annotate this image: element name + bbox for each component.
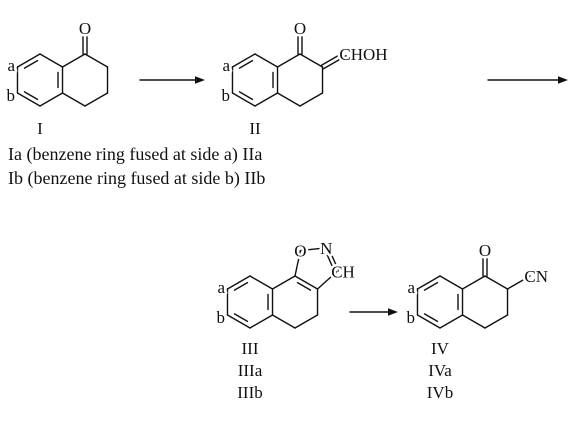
structure-IV-benzene-bond-top-right bbox=[439, 275, 464, 290]
structure-III-ch-c-bond bbox=[316, 270, 338, 290]
bond-lines bbox=[16, 35, 531, 329]
structure-IV-ring-bond-bottom-right bbox=[484, 314, 509, 329]
structure-I-ring-bond-bottom-left bbox=[61, 92, 86, 107]
structure-I-side-b-label: b bbox=[7, 86, 16, 105]
structure-III-side-a-label: a bbox=[217, 278, 225, 297]
structure-II-labels: O CHOH a b II bbox=[219, 17, 390, 139]
structure-I-skeleton bbox=[16, 35, 109, 107]
structure-II-benzene-inner-bond-top-left bbox=[238, 59, 254, 69]
structure-IV-ring-bond-top-right bbox=[484, 275, 509, 290]
structure-III-ring-bond-top-left bbox=[271, 275, 296, 290]
structure-III-labels: O N CH a b III IIIa IIIb bbox=[214, 236, 357, 402]
arrow-I-to-II-head bbox=[195, 76, 205, 84]
structure-IV-skeleton bbox=[416, 257, 531, 329]
arrow-III-to-IV-head bbox=[388, 308, 398, 316]
structure-II-benzene-inner-bond-bottom-left bbox=[238, 91, 254, 101]
structure-III-ring-bond-bottom-left bbox=[271, 314, 296, 329]
arrow-III-to-IV bbox=[349, 308, 398, 316]
structure-III-benzene-bond-top-left bbox=[226, 275, 251, 290]
structure-II-ring-bond-top-right bbox=[299, 53, 324, 68]
structure-IV-cyano-bond bbox=[506, 275, 531, 290]
structure-IVb-compound-label: IVb bbox=[427, 383, 453, 402]
legend-line-b: Ib (benzene ring fused at side b) IIb bbox=[8, 168, 265, 189]
structure-IV-ring-bond-bottom-left bbox=[461, 314, 486, 329]
reaction-arrows bbox=[139, 76, 568, 316]
structure-I-side-a-label: a bbox=[7, 56, 15, 75]
structure-I-benzene-inner-bond-top-left bbox=[23, 59, 39, 69]
structure-II-side-b-label: b bbox=[222, 86, 231, 105]
structure-II-exocyclic-double-bond bbox=[322, 55, 347, 70]
structure-III-benzene-bond-top-right bbox=[249, 275, 274, 290]
structure-I-benzene-bond-top-right bbox=[39, 53, 64, 68]
structure-IV-carbonyl-oxygen: O bbox=[479, 241, 491, 260]
structure-IV-side-b-label: b bbox=[407, 308, 416, 327]
structure-I-benzene-bond-bottom-right bbox=[39, 92, 64, 107]
structure-I-benzene-bond-bottom-left bbox=[16, 92, 41, 107]
structure-I-ring-bond-top-left bbox=[61, 53, 86, 68]
structure-III-n-ch-double-bond bbox=[327, 246, 340, 272]
structure-I-labels: O a b I bbox=[4, 17, 94, 139]
legend: Ia (benzene ring fused at side a) IIa Ib… bbox=[8, 144, 265, 189]
structure-IV-labels: O CN a b IV IVa IVb bbox=[404, 239, 551, 403]
structure-IV-benzene-inner-bond-bottom-left bbox=[423, 313, 439, 323]
structure-I-ring-bond-bottom-right bbox=[84, 92, 109, 107]
structure-III-compound-label: III bbox=[242, 339, 259, 358]
structure-IV-substituent-label: CN bbox=[524, 267, 548, 286]
structure-IV-benzene-bond-bottom-right bbox=[439, 314, 464, 329]
structure-II-skeleton bbox=[231, 35, 347, 107]
arrow-II-to-III-head bbox=[558, 76, 568, 84]
structure-III-benzene-inner-bond-bottom-left bbox=[233, 313, 249, 323]
structure-IVa-compound-label: IVa bbox=[428, 361, 452, 380]
structure-III-benzene-inner-bond-top-left bbox=[233, 281, 249, 291]
structure-III-benzene-bond-bottom-left bbox=[226, 314, 251, 329]
structure-IIIb-compound-label: IIIb bbox=[237, 383, 262, 402]
structure-III-ring-ch: CH bbox=[331, 263, 355, 282]
structure-II-ring-bond-top-left bbox=[276, 53, 301, 68]
structure-III-ring-inner-double-bond bbox=[296, 281, 312, 291]
structure-II-benzene-bond-bottom-right bbox=[254, 92, 279, 107]
structure-II-ring-bond-bottom-right bbox=[299, 92, 324, 107]
structure-II-substituent-label: CHOH bbox=[339, 45, 387, 64]
arrow-I-to-II bbox=[139, 76, 205, 84]
structure-III-c-o-bond bbox=[294, 249, 302, 277]
structure-III-ring-bond-top-right bbox=[294, 275, 319, 290]
structure-II-side-a-label: a bbox=[222, 56, 230, 75]
legend-line-a: Ia (benzene ring fused at side a) IIa bbox=[8, 144, 262, 165]
structure-I-ring-bond-top-right bbox=[84, 53, 109, 68]
structure-II-benzene-bond-top-right bbox=[254, 53, 279, 68]
structure-III-skeleton bbox=[226, 246, 340, 329]
arrow-II-to-III bbox=[487, 76, 568, 84]
structure-III-ring-nitrogen: N bbox=[320, 239, 332, 258]
structure-I-benzene-inner-bond-bottom-left bbox=[23, 91, 39, 101]
structure-II-compound-label: II bbox=[249, 119, 261, 138]
structure-IV-ring-bond-top-left bbox=[461, 275, 486, 290]
structure-II-ring-bond-bottom-left bbox=[276, 92, 301, 107]
structure-IV-benzene-bond-top-left bbox=[416, 275, 441, 290]
structure-IV-benzene-bond-bottom-left bbox=[416, 314, 441, 329]
structure-IV-side-a-label: a bbox=[407, 278, 415, 297]
structure-III-side-b-label: b bbox=[217, 308, 226, 327]
structure-I-benzene-bond-top-left bbox=[16, 53, 41, 68]
structure-II-benzene-bond-bottom-left bbox=[231, 92, 256, 107]
structure-IV-benzene-inner-bond-top-left bbox=[423, 281, 439, 291]
structure-I-carbonyl-oxygen: O bbox=[79, 19, 91, 38]
structure-III-ring-bond-bottom-right bbox=[294, 314, 319, 329]
structure-IIIa-compound-label: IIIa bbox=[238, 361, 263, 380]
structure-III-n-ch-double-bond bbox=[323, 247, 336, 274]
structure-II-carbonyl-oxygen: O bbox=[294, 19, 306, 38]
structure-IV-compound-label: IV bbox=[431, 339, 450, 358]
structure-II-benzene-bond-top-left bbox=[231, 53, 256, 68]
structure-I-compound-label: I bbox=[37, 119, 43, 138]
structure-III-benzene-bond-bottom-right bbox=[249, 314, 274, 329]
structure-III-o-n-bond bbox=[299, 247, 327, 252]
structure-III-ring-oxygen: O bbox=[294, 242, 306, 261]
structure-II-exocyclic-double-bond bbox=[320, 51, 345, 66]
